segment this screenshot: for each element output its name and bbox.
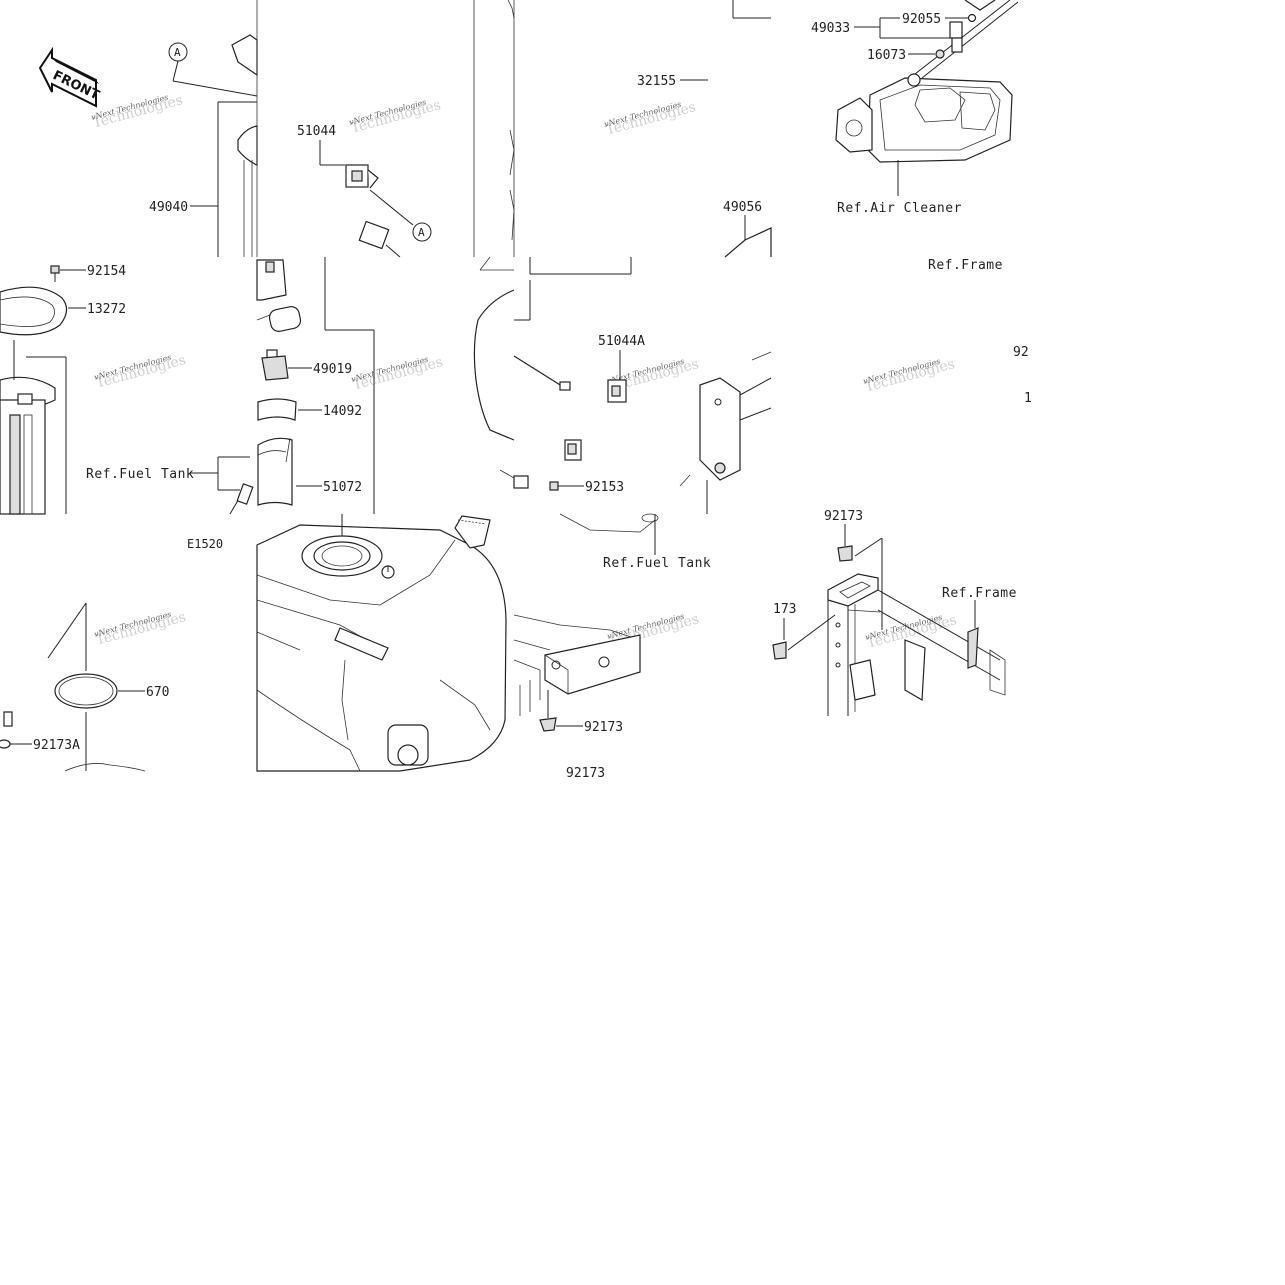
filter-49019: 49019 xyxy=(261,349,352,381)
svg-text:13272: 13272 xyxy=(87,302,126,317)
callout-a-top: A xyxy=(168,42,258,97)
pipe-32155 xyxy=(658,0,773,102)
fasteners-49033 xyxy=(935,13,977,59)
label-49033-group: 49033 92055 16073 xyxy=(811,12,968,63)
callout-a-hose: A xyxy=(369,189,432,242)
svg-text:92154: 92154 xyxy=(87,264,126,279)
frame-bracket-tile2 xyxy=(679,351,772,514)
clip-173: 173 xyxy=(772,602,836,660)
tank-lower-right: Ref.Fuel Tank xyxy=(559,513,711,571)
hose-51044A xyxy=(513,355,647,489)
watermark: Technologies vNext Technologies xyxy=(93,352,187,391)
svg-text:A: A xyxy=(174,46,181,59)
fuel-pump-top xyxy=(231,34,258,257)
svg-text:92173: 92173 xyxy=(824,509,863,524)
svg-text:92173A: 92173A xyxy=(33,738,80,753)
o-ring-670: 670 xyxy=(47,602,169,709)
band-14092: 14092 xyxy=(257,398,362,421)
label-49056: 49056 xyxy=(723,200,772,258)
svg-text:14092: 14092 xyxy=(323,404,362,419)
svg-text:173: 173 xyxy=(773,602,796,617)
clip-92173-top: 92173 xyxy=(824,509,883,630)
svg-text:92153: 92153 xyxy=(585,480,624,495)
air-cleaner-assembly xyxy=(835,0,1019,196)
tank-left-edge xyxy=(473,280,531,479)
bolt-92154: 92154 xyxy=(50,264,126,282)
cover-51072: 51072 xyxy=(236,437,362,506)
svg-text:92173: 92173 xyxy=(566,766,605,781)
ref-fuel-tank-mid: Ref.Fuel Tank xyxy=(603,556,711,571)
ref-air-cleaner: Ref.Air Cleaner xyxy=(837,201,962,216)
frame-structure-tile3 xyxy=(827,573,1006,716)
watermark: Technologies vNext Technologies xyxy=(348,97,442,136)
label-51044A: 51044A xyxy=(598,334,645,380)
svg-text:92173: 92173 xyxy=(584,720,623,735)
svg-text:92: 92 xyxy=(1013,345,1029,360)
pump-internals xyxy=(256,259,302,332)
ref-frame-bottom: Ref.Frame xyxy=(942,586,1017,601)
bracket-lines-tile2 xyxy=(479,256,632,275)
svg-text:92055: 92055 xyxy=(902,12,941,27)
label-32155: 32155 xyxy=(637,74,708,89)
frame-rails-tile2-2 xyxy=(513,614,641,716)
fuel-tank xyxy=(256,514,507,772)
front-arrow-badge: FRONT xyxy=(38,46,102,108)
hose-51044 xyxy=(273,164,401,258)
svg-text:51044A: 51044A xyxy=(598,334,645,349)
tile-border-2 xyxy=(507,0,515,257)
label-49040: 49040 xyxy=(149,101,257,257)
bolt-92173A: 92173A xyxy=(0,711,146,772)
screw-92153: 92153 xyxy=(549,480,624,495)
svg-text:49019: 49019 xyxy=(313,362,352,377)
svg-text:49056: 49056 xyxy=(723,200,762,215)
svg-text:51044: 51044 xyxy=(297,124,336,139)
tile-3-1-refs: Ref.Frame 92 1 xyxy=(928,258,1032,406)
svg-text:49033: 49033 xyxy=(811,21,850,36)
watermarks: Technologies vNext Technologies Technolo… xyxy=(90,92,958,651)
leader-tile1-1 xyxy=(324,257,375,514)
svg-text:49040: 49040 xyxy=(149,200,188,215)
watermark: Technologies vNext Technologies xyxy=(862,356,956,395)
ref-frame-top: Ref.Frame xyxy=(928,258,1003,273)
figure-code: E1520 xyxy=(187,537,223,551)
svg-text:32155: 32155 xyxy=(637,74,676,89)
watermark: Technologies vNext Technologies xyxy=(603,99,697,138)
ref-fuel-tank-left-group: Ref.Fuel Tank xyxy=(86,456,250,515)
watermark: Technologies vNext Technologies xyxy=(93,609,187,648)
label-51044: 51044 xyxy=(297,124,345,166)
svg-text:1: 1 xyxy=(1024,391,1032,406)
svg-text:51072: 51072 xyxy=(323,480,362,495)
fuel-pump-body xyxy=(0,340,67,515)
svg-text:A: A xyxy=(418,226,425,239)
svg-text:Ref.Fuel Tank: Ref.Fuel Tank xyxy=(86,467,194,482)
plate-13272: 13272 xyxy=(0,286,126,336)
svg-text:670: 670 xyxy=(146,685,169,700)
svg-text:16073: 16073 xyxy=(867,48,906,63)
watermark: Technologies vNext Technologies xyxy=(350,354,444,393)
watermark: Technologies vNext Technologies xyxy=(90,92,184,131)
clip-92173-mid: 92173 92173 xyxy=(539,690,623,781)
